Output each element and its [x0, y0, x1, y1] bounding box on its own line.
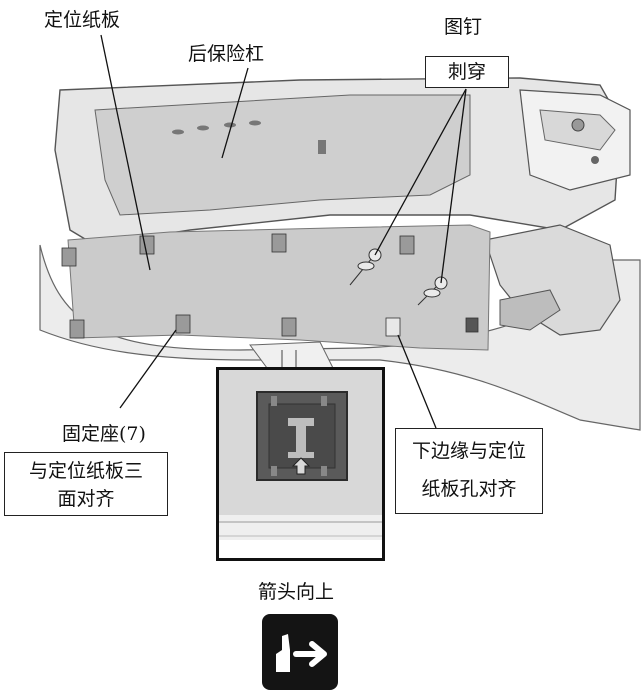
mount-align-line2: 面对齐	[57, 488, 115, 510]
mounting-clip-label: 固定座(7)	[62, 423, 146, 445]
pierce-label: 刺穿	[447, 61, 486, 83]
bottom-edge-line1: 下边缘与定位	[411, 440, 526, 462]
pierce-box: 刺穿	[425, 56, 509, 88]
locating-board-label: 定位纸板	[44, 9, 121, 31]
bottom-edge-line2: 纸板孔对齐	[421, 478, 517, 500]
rear-bumper-label: 后保险杠	[188, 43, 265, 65]
mount-align-line1: 与定位纸板三	[28, 460, 143, 482]
rear-bumper-illustration	[39, 77, 641, 431]
pushpin-label: 图钉	[444, 16, 483, 38]
hand-pointing-right-icon	[262, 614, 338, 690]
mounting-clips	[61, 233, 479, 339]
bottom-edge-box: 下边缘与定位 纸板孔对齐	[395, 428, 543, 514]
mount-align-box: 与定位纸板三 面对齐	[4, 452, 168, 516]
mounting-clip-inset	[216, 367, 385, 561]
leader-lines	[100, 34, 467, 429]
mounting-clip-icon	[219, 370, 382, 558]
arrow-up-label: 箭头向上	[258, 581, 335, 603]
locating-board-illustration	[67, 224, 491, 351]
